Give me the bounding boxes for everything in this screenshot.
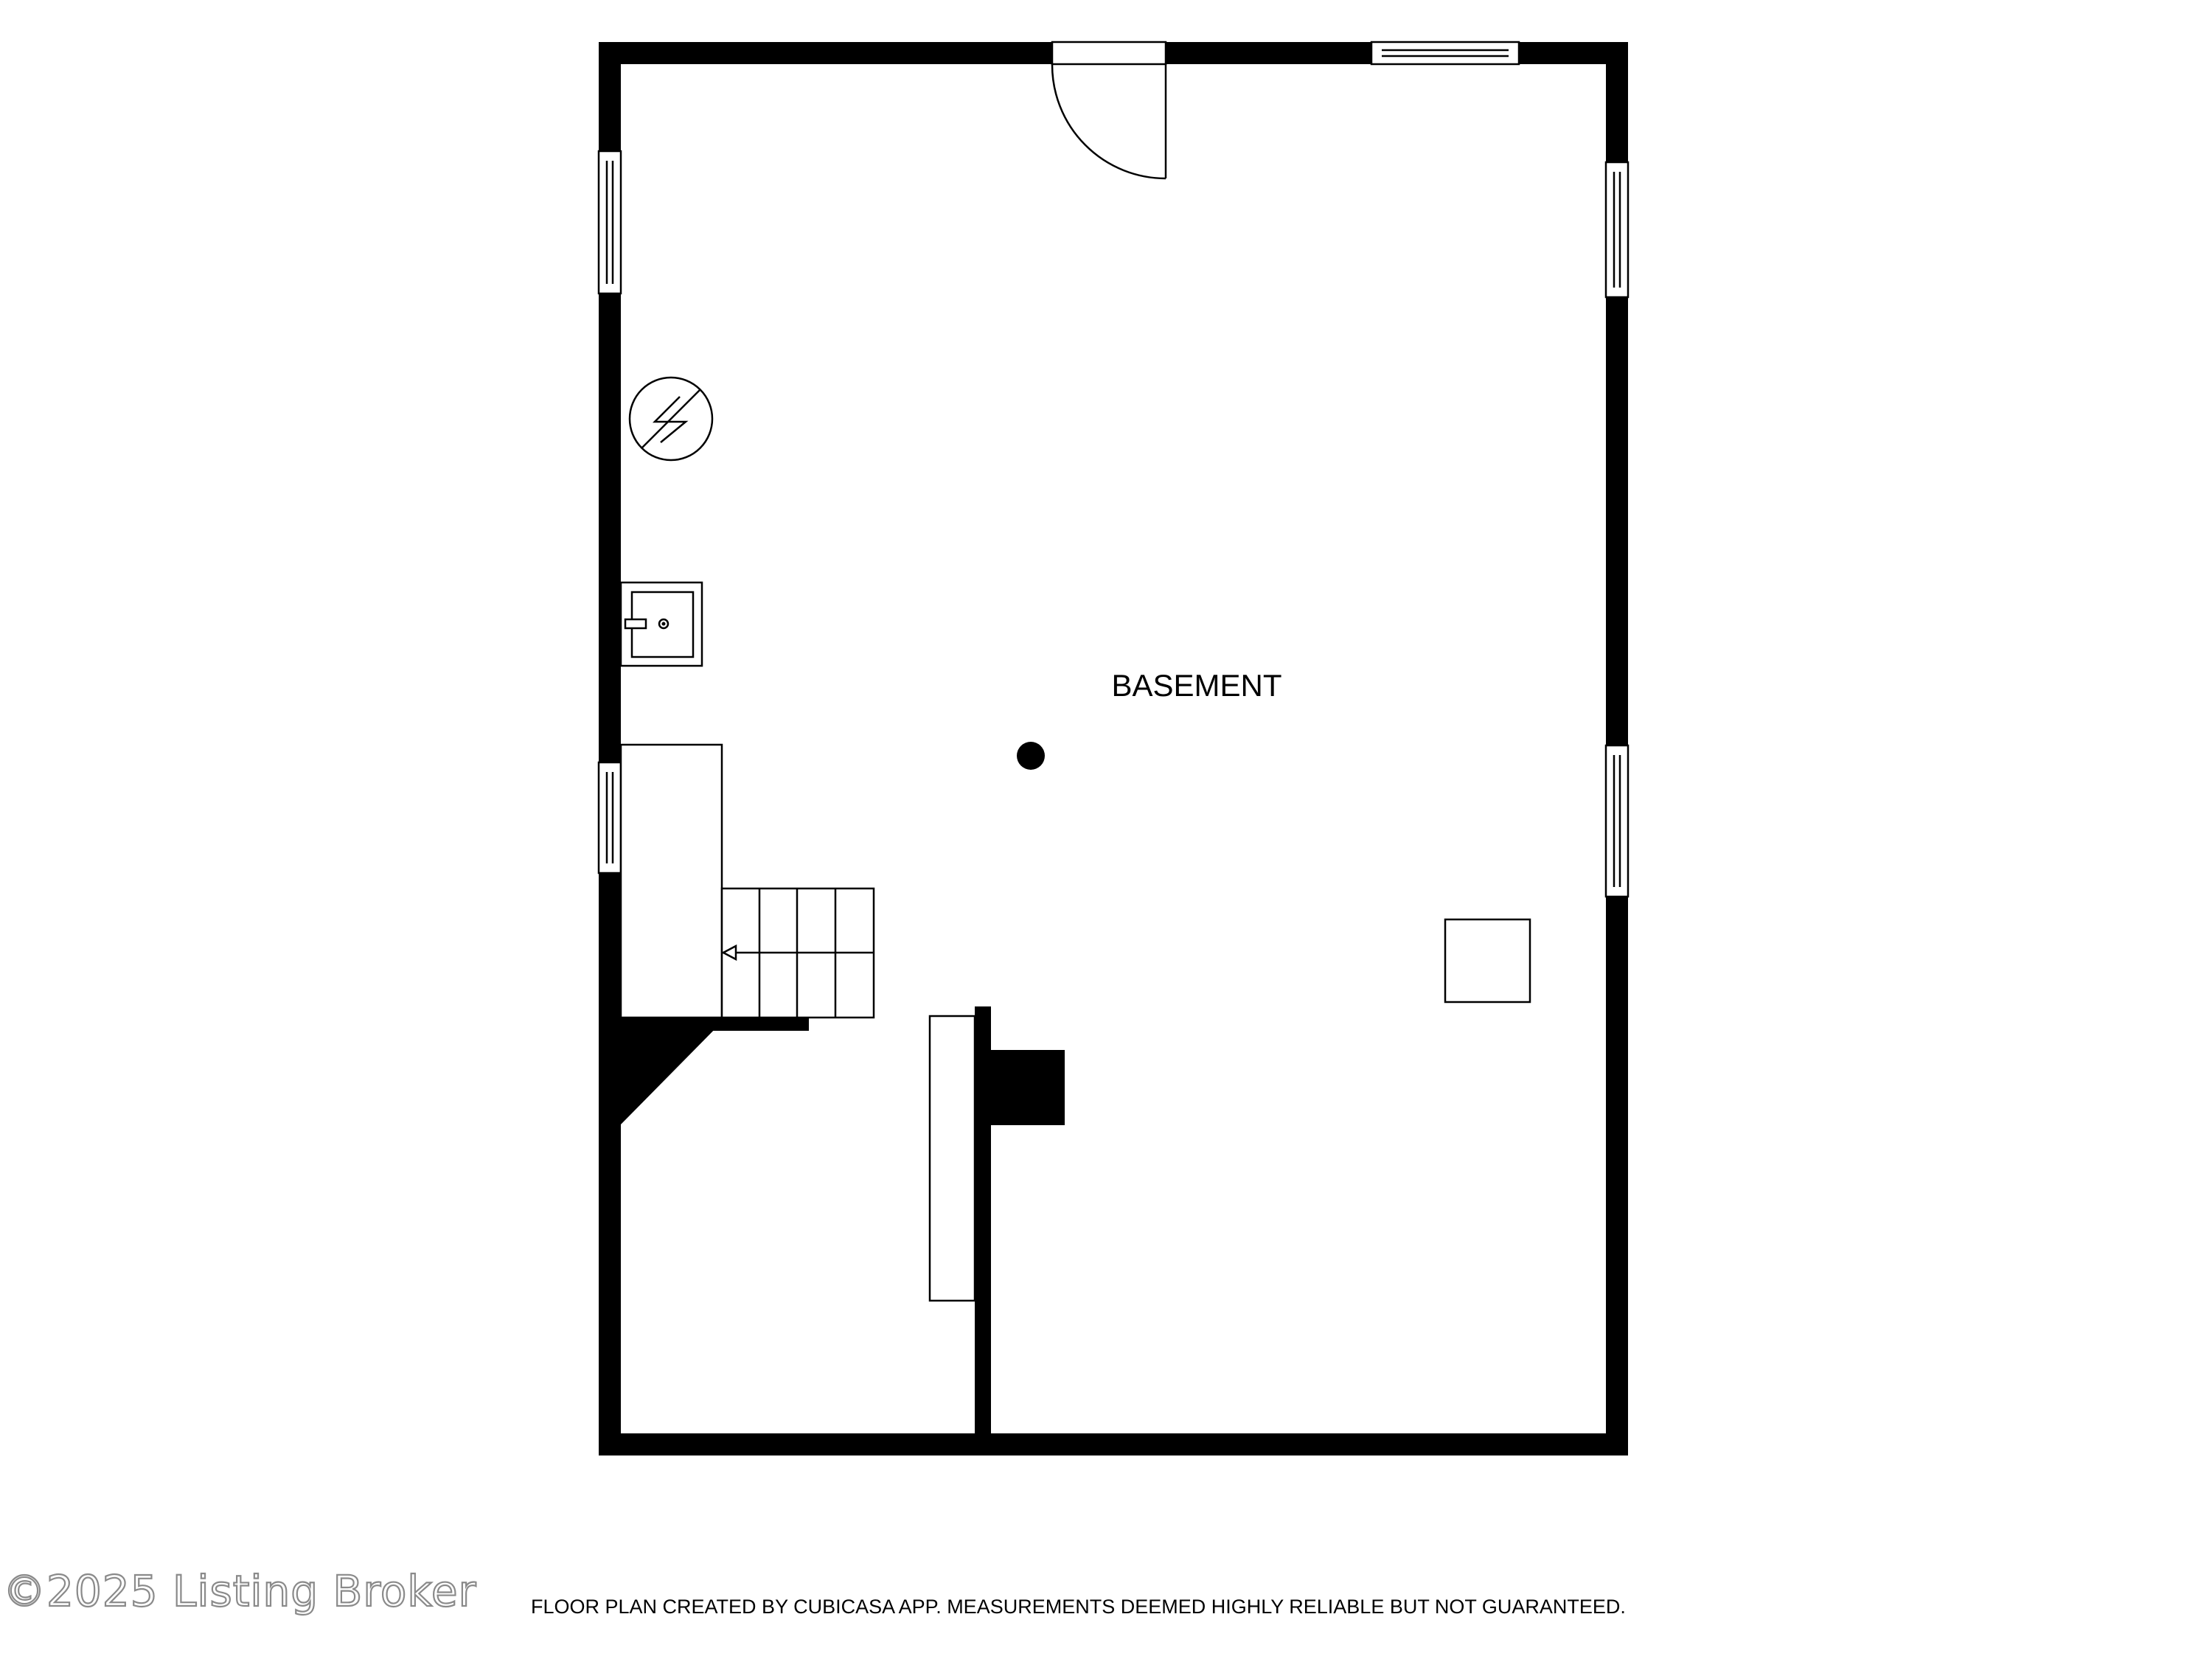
door-top bbox=[1051, 41, 1167, 180]
room-label-basement: BASEMENT bbox=[1111, 668, 1281, 703]
stairs-icon bbox=[720, 887, 875, 1019]
interior-wall bbox=[975, 1006, 1065, 1434]
floor-box bbox=[1444, 918, 1531, 1004]
shelf-unit bbox=[928, 1015, 976, 1302]
stair-landing bbox=[619, 743, 723, 1019]
door-swing-icon bbox=[1051, 63, 1167, 180]
stair-wall bbox=[621, 1018, 809, 1124]
support-column-icon bbox=[1017, 742, 1045, 770]
window-icon bbox=[597, 41, 1630, 898]
wall-bottom bbox=[599, 1433, 1628, 1455]
exterior-walls bbox=[599, 42, 1628, 1455]
listing-watermark: ©2025 Listing Broker bbox=[3, 1566, 476, 1616]
water-heater-icon bbox=[628, 376, 714, 462]
disclaimer-text: FLOOR PLAN CREATED BY CUBICASA APP. MEAS… bbox=[531, 1596, 1626, 1618]
door-frame bbox=[1051, 41, 1167, 66]
utility-sink-icon bbox=[619, 581, 703, 667]
